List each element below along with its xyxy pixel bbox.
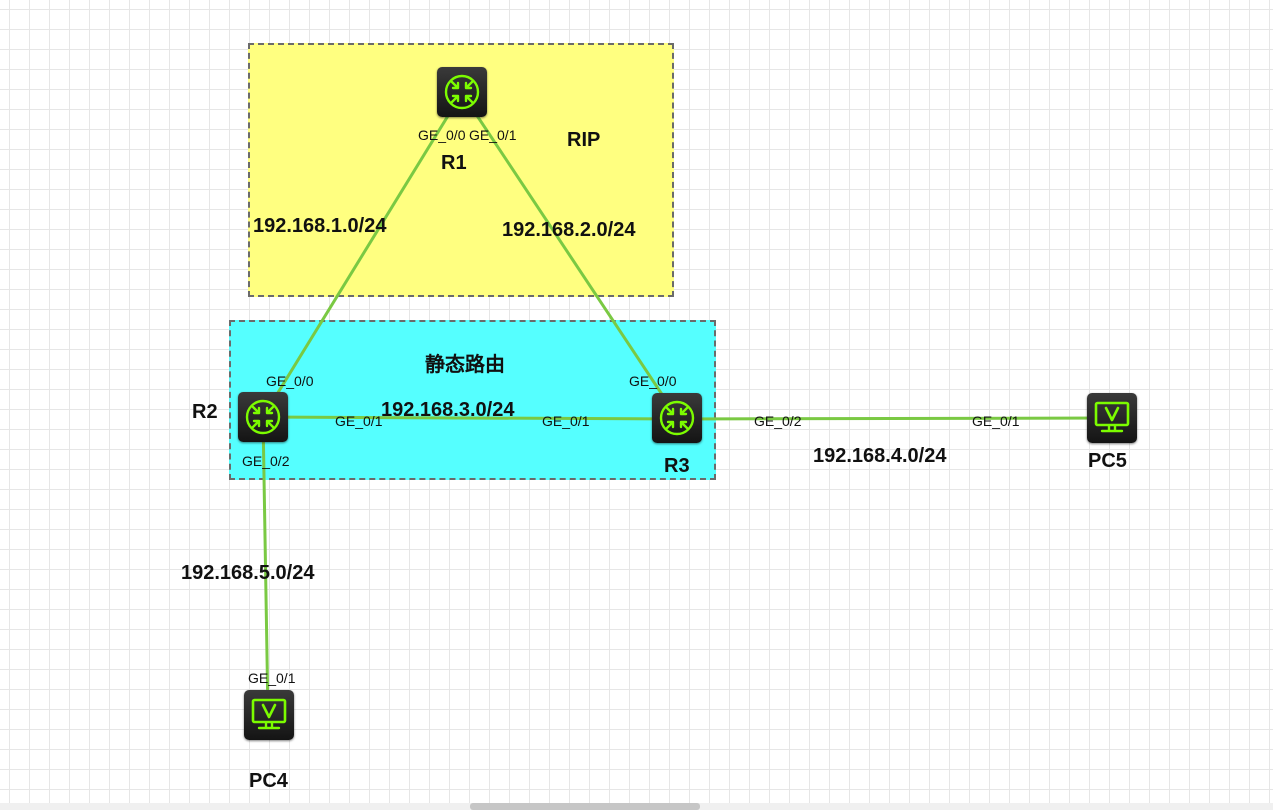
pc4-label: PC4 [249, 770, 288, 792]
port-label-r2-ge01: GE_0/1 [335, 413, 383, 429]
port-label-r3-ge01: GE_0/1 [542, 413, 590, 429]
static-area-label: 静态路由 [425, 352, 505, 376]
pc-icon [1094, 401, 1130, 433]
static-routing-area[interactable] [229, 320, 716, 480]
pc-pc5[interactable] [1087, 393, 1137, 443]
r2-label: R2 [192, 401, 218, 423]
network-label: 192.168.2.0/24 [502, 219, 636, 241]
r1-label: R1 [441, 152, 467, 174]
router-icon [659, 400, 695, 436]
link-r3-pc5[interactable] [675, 416, 1114, 421]
port-label-r3-ge00: GE_0/0 [629, 373, 677, 389]
network-label: 192.168.4.0/24 [813, 445, 947, 467]
link-r1-r3[interactable] [460, 91, 679, 419]
port-label-r1-ge00: GE_0/0 [418, 127, 466, 143]
pc-icon [251, 698, 287, 730]
link-r2-r3[interactable] [261, 415, 679, 421]
router-r3[interactable] [652, 393, 702, 443]
scrollbar-thumb[interactable] [470, 803, 700, 810]
link-r1-r2[interactable] [261, 91, 464, 419]
port-label-pc4-ge01: GE_0/1 [248, 670, 296, 686]
router-r1[interactable] [437, 67, 487, 117]
network-label: 192.168.1.0/24 [253, 215, 387, 237]
pc5-label: PC5 [1088, 450, 1127, 472]
router-icon [245, 399, 281, 435]
port-label-r1-ge01: GE_0/1 [469, 127, 517, 143]
pc-pc4[interactable] [244, 690, 294, 740]
network-label: 192.168.5.0/24 [181, 562, 315, 584]
horizontal-scrollbar[interactable] [0, 803, 1273, 810]
network-label: 192.168.3.0/24 [381, 399, 515, 421]
router-r2[interactable] [238, 392, 288, 442]
router-icon [444, 74, 480, 110]
r3-label: R3 [664, 455, 690, 477]
port-label-r3-ge02: GE_0/2 [754, 413, 802, 429]
rip-area-label: RIP [567, 129, 601, 151]
port-label-pc5-ge01: GE_0/1 [972, 413, 1020, 429]
port-label-r2-ge00: GE_0/0 [266, 373, 314, 389]
link-r2-pc4[interactable] [261, 415, 270, 717]
port-label-r2-ge02: GE_0/2 [242, 453, 290, 469]
